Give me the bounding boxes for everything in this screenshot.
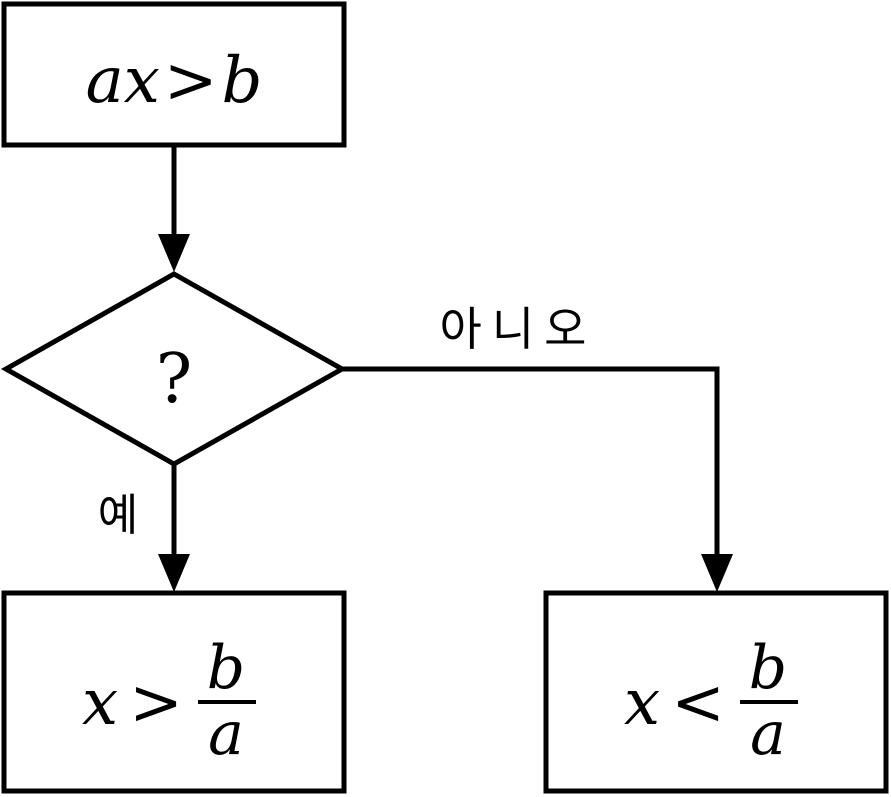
yes-result-numerator: b (207, 633, 245, 703)
start-rhs: b (221, 44, 262, 118)
yes-result-lhs: x (82, 666, 118, 740)
no-result-numerator: b (749, 633, 787, 703)
start-expression: ax>b (86, 44, 263, 118)
no-result-operator: < (671, 666, 725, 740)
no-result-box (543, 590, 889, 794)
yes-result-operator: > (129, 666, 183, 740)
start-lhs: ax (86, 44, 160, 118)
yes-result-denominator: a (208, 699, 244, 769)
yes-label: 예 (98, 490, 138, 541)
arrow-yes-head (158, 554, 190, 592)
start-operator: > (164, 44, 218, 118)
arrow-no-line (342, 366, 720, 560)
no-result-denominator: a (750, 699, 786, 769)
arrow-start-to-decision-head (158, 234, 190, 272)
no-label: 아니오 (440, 302, 597, 356)
start-box (1, 1, 347, 148)
decision-symbol: ? (156, 340, 192, 419)
arrow-no-head (701, 554, 733, 592)
yes-result-box (1, 590, 347, 794)
no-result-lhs: x (624, 666, 660, 740)
